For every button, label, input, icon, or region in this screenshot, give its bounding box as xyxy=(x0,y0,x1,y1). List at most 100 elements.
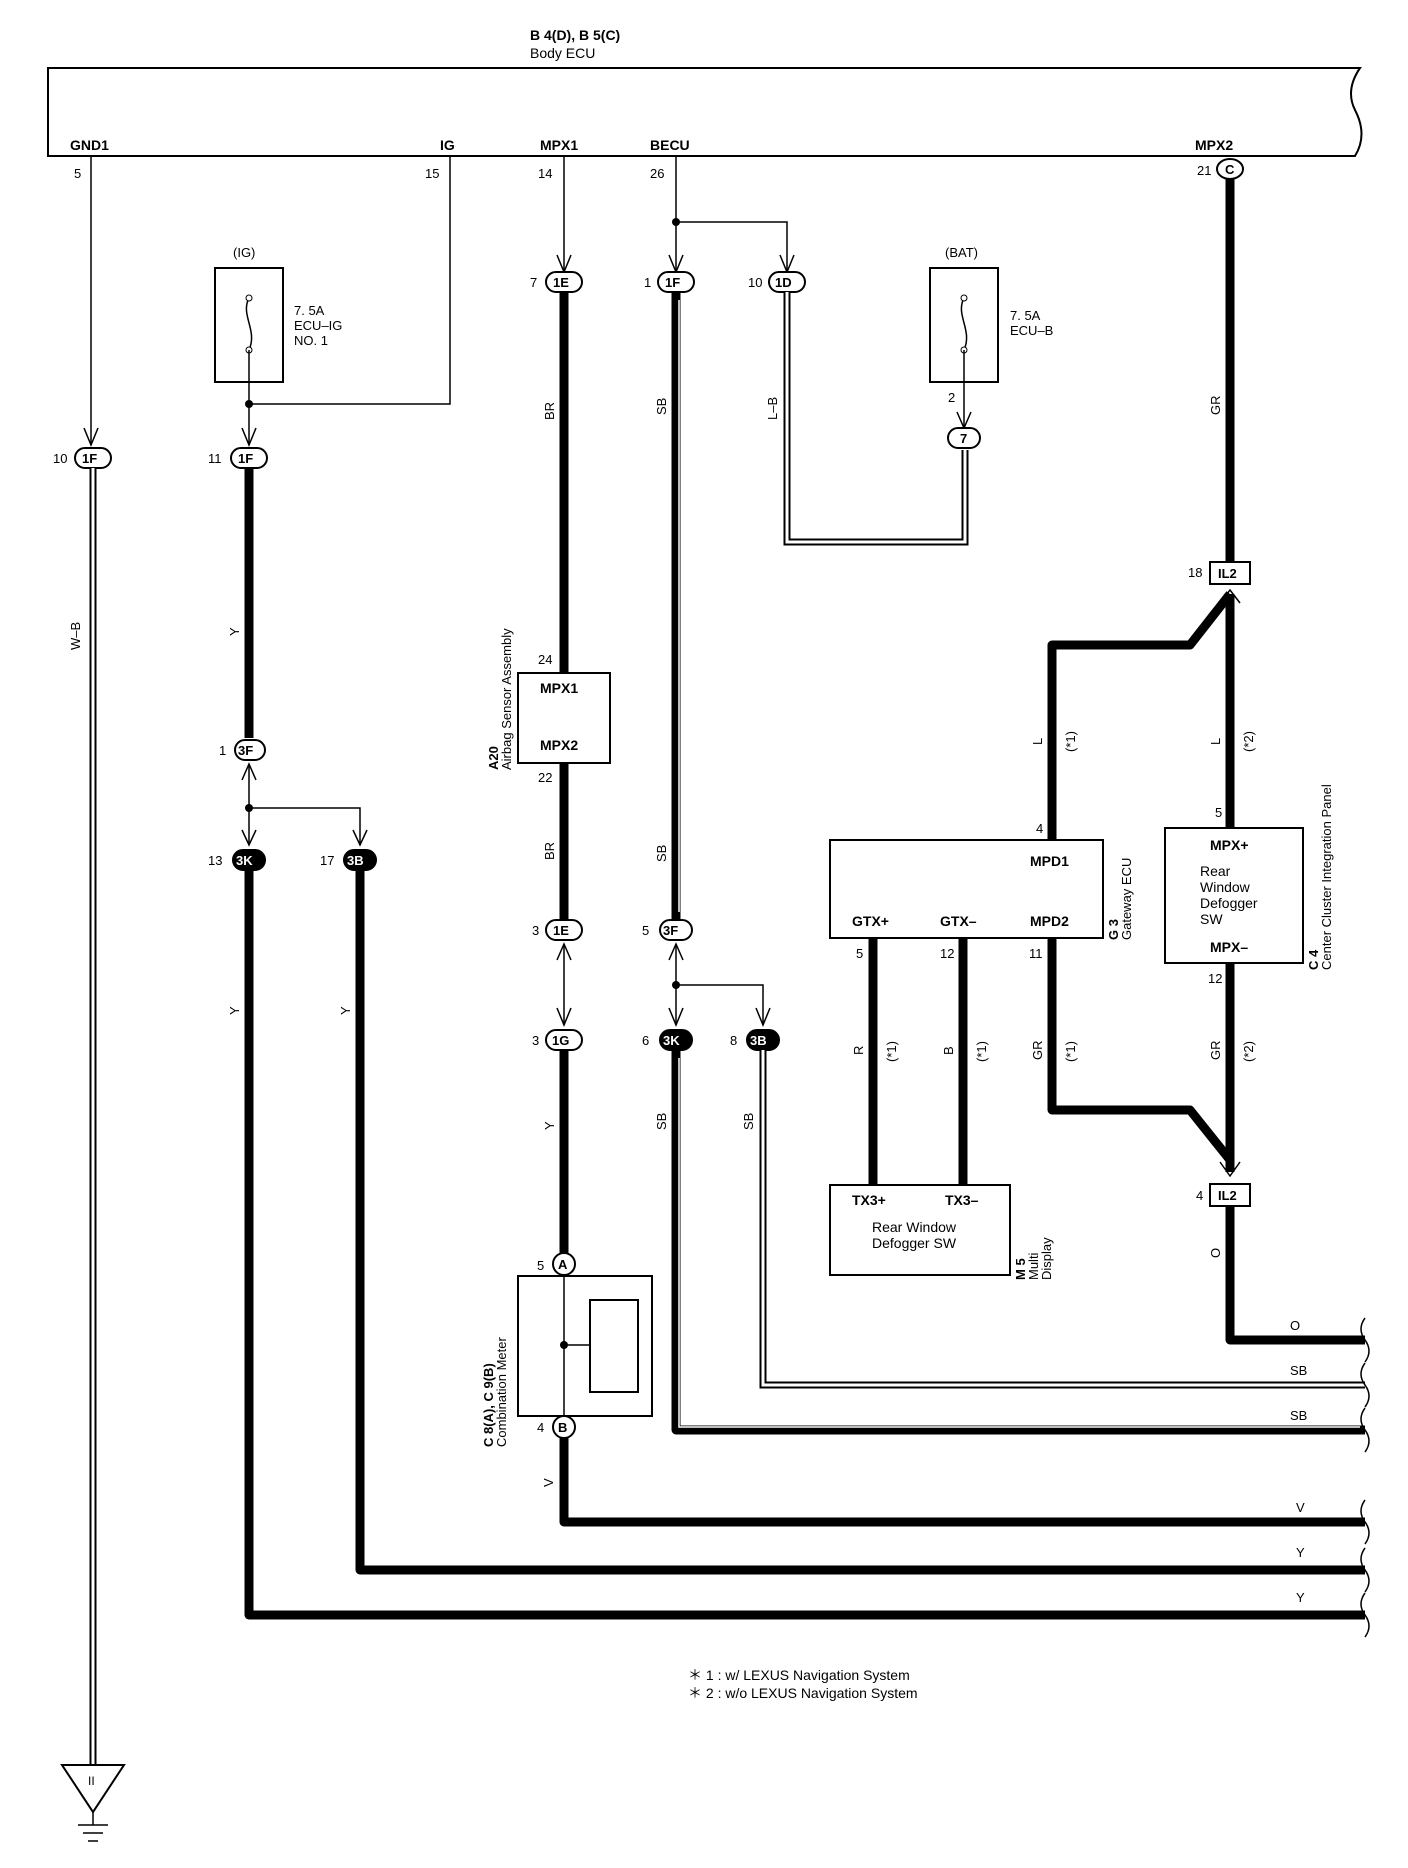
junction-pin: 17 xyxy=(320,853,334,868)
junction-label: 3B xyxy=(750,1033,767,1048)
wire-color-y-right-2: Y xyxy=(1296,1590,1305,1605)
junction-pin: 3 xyxy=(532,1033,539,1048)
wire-lb-inner xyxy=(785,292,967,544)
fuse-bat-dot-top xyxy=(960,294,968,302)
junction-label: 3K xyxy=(236,853,253,868)
panel-code: C 4 xyxy=(1306,949,1321,970)
wire-ig-ecu xyxy=(249,156,451,405)
pin-gnd1: 5 xyxy=(74,166,81,181)
wire-sb-6 xyxy=(671,1050,1365,1435)
wire-color-gr: GR xyxy=(1030,1041,1045,1061)
gateway-mpd2: MPD2 xyxy=(1030,913,1069,929)
junction-pin: 18 xyxy=(1188,565,1202,580)
break-mark-y2 xyxy=(1360,1592,1370,1638)
wire-color-y: Y xyxy=(227,1006,242,1015)
panel-pin-mpxp: 5 xyxy=(1215,805,1222,820)
airbag-code: A20 xyxy=(486,746,501,770)
gateway-pin-mpd2: 11 xyxy=(1029,946,1043,961)
center-cluster-box xyxy=(1164,827,1304,964)
gateway-code: G 3 xyxy=(1106,919,1121,940)
panel-pin-mpxm: 12 xyxy=(1208,971,1222,986)
airbag-pin-mpx1: 24 xyxy=(538,652,552,667)
panel-line2: Window xyxy=(1200,879,1251,895)
gateway-ecu-box xyxy=(829,839,1104,939)
body-ecu-label: Body ECU xyxy=(530,45,595,61)
wire-color-o-right: O xyxy=(1290,1318,1300,1333)
wire-color-sb: SB xyxy=(654,845,669,862)
body-ecu-box xyxy=(47,67,1363,157)
fuse-bat-symbol xyxy=(960,297,968,351)
meter-conn-a: A xyxy=(558,1257,568,1272)
arrow-3k-sb xyxy=(668,1007,684,1027)
panel-line3: Defogger xyxy=(1200,895,1258,911)
wire-color-sb-right-2: SB xyxy=(1290,1408,1307,1423)
meter-gauge-icon xyxy=(589,1299,639,1393)
airbag-terminal-mpx2: MPX2 xyxy=(540,737,578,753)
junction-pin: 8 xyxy=(730,1033,737,1048)
md-code: M 5 xyxy=(1013,1258,1028,1280)
junction-label: 1G xyxy=(552,1033,569,1048)
wire-color-sb: SB xyxy=(654,398,669,415)
junction-pin: 13 xyxy=(208,853,222,868)
junction-pin: 5 xyxy=(642,923,649,938)
note-mark-1-gr: (*1) xyxy=(1063,1041,1078,1062)
fuse-bat-pin: 2 xyxy=(948,390,955,405)
junction-pin: 11 xyxy=(208,451,222,466)
note-line-2: ＊ 2 : w/o LEXUS Navigation System xyxy=(688,1685,918,1701)
fuse-ig-rating: 7. 5A xyxy=(294,303,325,318)
junction-il2-top xyxy=(1209,561,1251,585)
junction-pin: 7 xyxy=(530,275,537,290)
panel-mpxm: MPX– xyxy=(1210,939,1248,955)
wire-color-l: L xyxy=(1030,738,1045,745)
splice-becu xyxy=(672,218,680,226)
wire-color-y-right-1: Y xyxy=(1296,1545,1305,1560)
wire-color-y: Y xyxy=(338,1006,353,1015)
junction-pin: 6 xyxy=(642,1033,649,1048)
arrow-3b-sb xyxy=(755,1007,771,1027)
bat-connector xyxy=(947,427,981,449)
connector-title: B 4(D), B 5(C) xyxy=(530,27,620,43)
wire-color-v-right: V xyxy=(1296,1500,1305,1515)
airbag-terminal-mpx1: MPX1 xyxy=(540,680,578,696)
wire-color-o: O xyxy=(1208,1248,1223,1258)
arrow-ig xyxy=(241,427,257,447)
wire-color-lb: L–B xyxy=(765,397,780,420)
note-line-1: ＊ 1 : w/ LEXUS Navigation System xyxy=(688,1667,910,1683)
airbag-pin-mpx2: 22 xyxy=(538,770,552,785)
panel-mpxp: MPX+ xyxy=(1210,837,1249,853)
junction-pin: 1 xyxy=(219,743,226,758)
wire-color-br: BR xyxy=(542,402,557,420)
junction-label: 1F xyxy=(238,451,253,466)
wire-color-r: R xyxy=(851,1046,866,1055)
splice-ig xyxy=(245,400,253,408)
wire-color-gr: GR xyxy=(1208,396,1223,416)
junction-pin: 3 xyxy=(532,923,539,938)
wire-v xyxy=(559,1438,1365,1527)
fuse-ig-source: (IG) xyxy=(233,245,255,260)
break-mark-sb2 xyxy=(1360,1407,1370,1453)
junction-label: IL2 xyxy=(1218,566,1237,581)
arrow-3b xyxy=(352,829,368,847)
arrow-1g xyxy=(556,1007,572,1027)
break-mark-o xyxy=(1360,1317,1370,1363)
airbag-name: Airbag Sensor Assembly xyxy=(499,628,514,770)
terminal-becu: BECU xyxy=(650,137,690,153)
gateway-name: Gateway ECU xyxy=(1119,858,1134,940)
fuse-ig-dot-top xyxy=(245,294,253,302)
meter-dot xyxy=(560,1341,568,1349)
wire-color-sb: SB xyxy=(741,1113,756,1130)
junction-label: 1E xyxy=(553,923,569,938)
wire-y-17 xyxy=(355,870,1365,1575)
meter-pin-b: 4 xyxy=(537,1420,544,1435)
wire-l-1 xyxy=(1047,591,1234,840)
junction-3f-sb xyxy=(659,919,693,941)
junction-pin: 10 xyxy=(53,451,67,466)
gateway-pin-mpd1: 4 xyxy=(1036,821,1043,836)
fuse-ig-no: NO. 1 xyxy=(294,333,328,348)
pin-mpx2: 21 xyxy=(1197,163,1211,178)
bat-connector-label: 7 xyxy=(960,431,967,446)
meter-name: Combination Meter xyxy=(494,1337,509,1447)
splice-y xyxy=(245,804,253,812)
wire-color-y: Y xyxy=(542,1121,557,1130)
